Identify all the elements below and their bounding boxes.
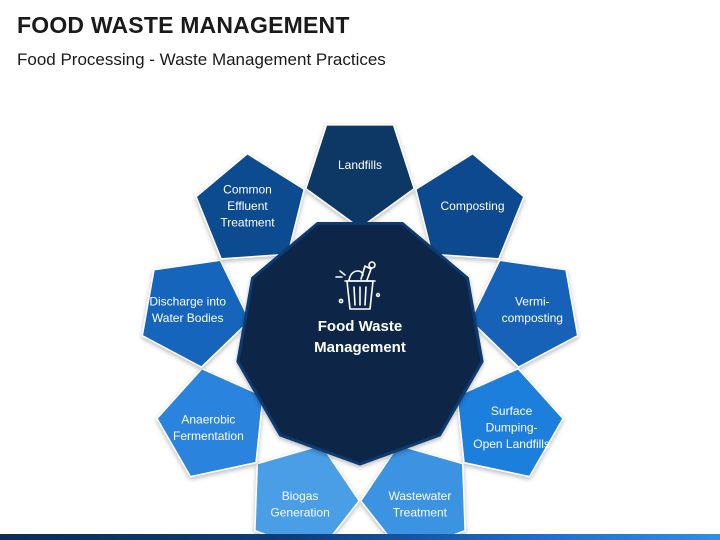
petal-label-line: Common — [223, 182, 272, 196]
petal-shape — [156, 367, 264, 478]
petal-landfills: Landfills — [305, 124, 415, 229]
petal-label-line: Biogas — [282, 489, 319, 503]
trash-bin-icon — [335, 261, 381, 310]
center-label-line: Management — [314, 339, 406, 356]
petal-label-line: Wastewater — [388, 489, 451, 503]
petal-label-line: Fermentation — [173, 429, 244, 443]
petal-label-line: composting — [502, 311, 563, 325]
trash-bin-icon-part — [338, 298, 344, 304]
petal-shape — [360, 444, 466, 540]
trash-bin-icon-part — [335, 270, 346, 278]
trash-bin-icon-part — [360, 265, 372, 281]
center-label-line: Food Waste — [318, 318, 402, 335]
petal-label-line: Dumping- — [486, 421, 538, 435]
petal-label-line: Water Bodies — [152, 311, 224, 325]
trash-bin-icon-part — [368, 261, 376, 269]
petal-shape — [305, 124, 415, 229]
petal-shape — [456, 367, 564, 478]
trash-bin-icon-part — [375, 292, 381, 298]
page-title: FOOD WASTE MANAGEMENT — [17, 12, 350, 38]
petal-label-line: Open Landfills — [473, 437, 550, 451]
petal-label-line: Treatment — [220, 215, 275, 229]
petal-label: Composting — [440, 199, 504, 213]
petal-shape — [254, 444, 360, 540]
petal-label-line: Surface — [491, 404, 533, 418]
petal-group: LandfillsCompostingVermi-compostingSurfa… — [141, 124, 579, 540]
petal-shape — [195, 152, 305, 260]
petal-label-line: Effluent — [227, 199, 268, 213]
petal-composting: Composting — [415, 152, 525, 260]
petal-label-line: Anaerobic — [181, 412, 235, 426]
petal-label-line: Landfills — [338, 158, 382, 172]
petal-label: Vermi-composting — [502, 294, 563, 325]
petal-label-line: Composting — [440, 199, 504, 213]
center-nonagon — [236, 222, 484, 466]
petal-label-line: Generation — [270, 506, 329, 520]
trash-bin-icon-part — [353, 286, 356, 306]
page-subtitle: Food Processing - Waste Management Pract… — [17, 50, 386, 69]
petal-label: Landfills — [338, 158, 382, 172]
petal-label-line: Discharge into — [149, 294, 226, 308]
bottom-accent-bar — [0, 534, 720, 540]
petal-shape — [415, 152, 525, 260]
petal-vermi-composting: Vermi-composting — [469, 259, 579, 368]
trash-bin-icon-part — [364, 286, 367, 306]
petal-label-line: Vermi- — [515, 294, 550, 308]
petal-shape — [141, 259, 251, 368]
petal-shape — [469, 259, 579, 368]
petal-label-line: Treatment — [393, 506, 448, 520]
